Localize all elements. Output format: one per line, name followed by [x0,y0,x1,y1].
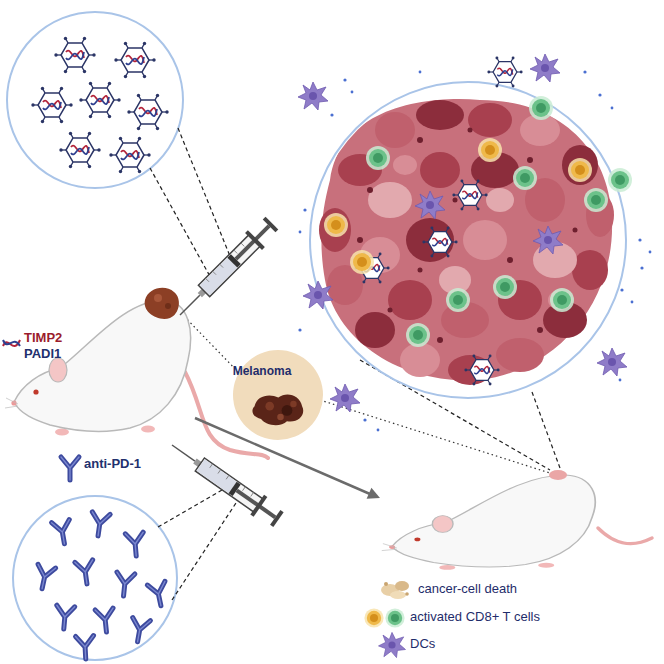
tumor-zoom [298,54,651,431]
sample-circle: Melanoma [233,350,324,441]
legend-sample [379,632,406,657]
dna-icon [3,340,20,346]
antibody-inset [13,496,177,660]
vector-inset [7,12,183,188]
legend-text: activated CD8+ T cells [410,610,540,625]
gene-label: PADI1 [24,347,61,362]
drug-label: anti-PD-1 [84,457,141,472]
mouse [382,470,652,570]
sample-label: Melanoma [233,365,292,379]
gene-label: TIMP2 [24,331,62,346]
antibody-icon [61,457,79,480]
tumor-sample [233,350,324,441]
legend-sample [364,608,404,627]
legend-text: cancer-cell death [418,582,517,597]
blue-dots [298,70,651,431]
legend-text: DCs [410,637,435,652]
legend-sample [381,581,409,599]
syringe [172,215,281,324]
